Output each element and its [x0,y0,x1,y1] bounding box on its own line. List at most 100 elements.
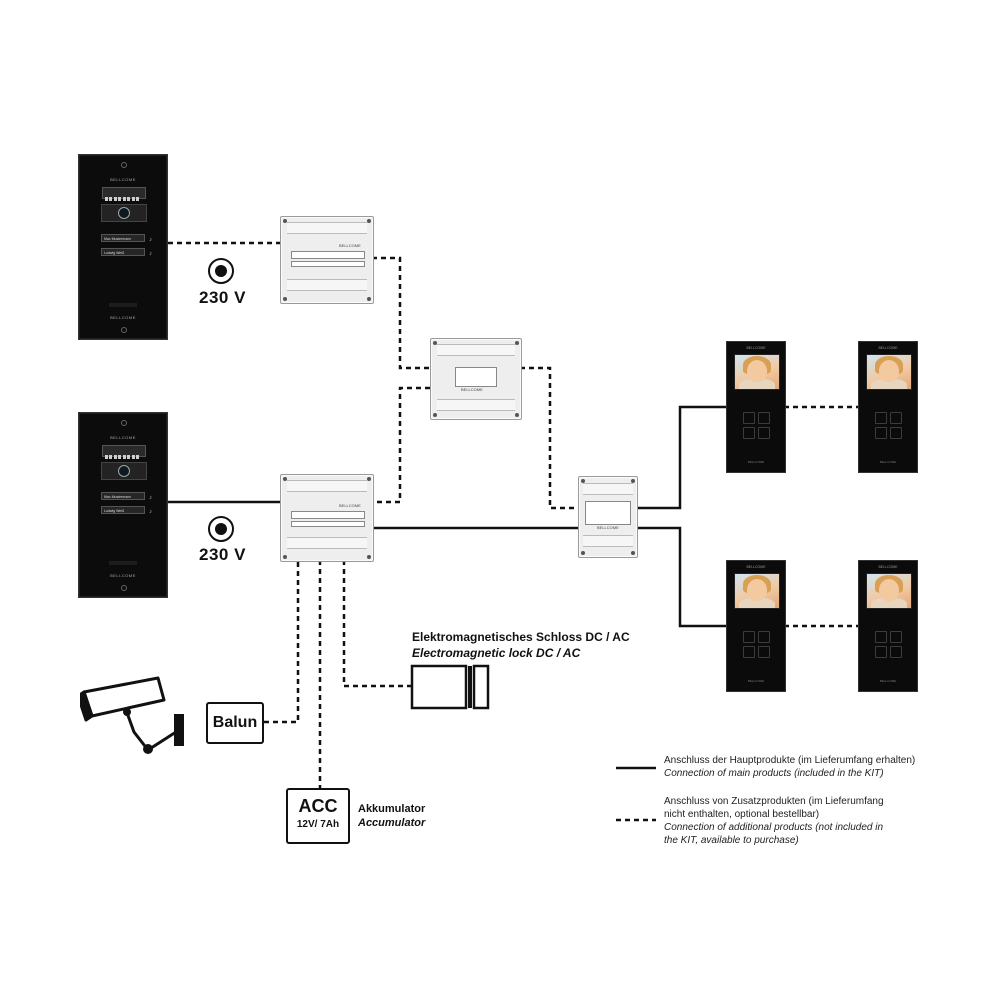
dashed-camera-feed [264,560,300,724]
monitor-2-screen [866,354,912,390]
dashed-psu1-to-switch [372,256,430,370]
bell-icon: ♪ [149,509,152,515]
switch-brand: BELLCOME [461,387,483,392]
monitor-2-brand: BELLCOME [878,346,898,350]
panel-bottom-speaker [109,561,137,565]
indoor-monitor-3: BELLCOME BELLCOME [726,560,786,692]
solid-dist-to-monitor-top [636,405,726,510]
distributor-module: BELLCOME [578,476,638,558]
psu-bottom-label-2 [291,521,365,527]
panel-bottom-name-button-2: Ludwig Weiß♪ [101,506,152,515]
monitor-1-brand: BELLCOME [746,346,766,350]
legend-dashed-de-1: Anschluss von Zusatzprodukten (im Liefer… [664,796,884,807]
screw-icon [283,555,287,559]
panel-top-footer: BELLCOME [110,315,136,320]
module-rail-top [583,483,633,495]
lock-label-de: Elektromagnetisches Schloss DC / AC [412,630,630,644]
panel-top-speaker [109,303,137,307]
legend-dashed-en-2: the KIT, available to purchase) [664,835,799,846]
screw-icon [515,413,519,417]
panel-top-name-button-2: Ludwig Weiß♪ [101,248,152,257]
monitor-4-keys [875,631,903,659]
module-rail-bottom [437,399,515,411]
bell-icon: ♪ [149,251,152,257]
monitor-4-brand: BELLCOME [878,565,898,569]
distributor-brand: BELLCOME [597,525,619,530]
legend-dashed-de-2: nicht enthalten, optional bestellbar) [664,809,820,820]
monitor-3-footer: BELLCOME [747,679,765,683]
screw-icon [631,551,635,555]
legend-solid-en: Connection of main products (included in… [664,768,884,779]
screw-icon [367,219,371,223]
distributor-label [585,501,631,525]
video-switch-module: BELLCOME [430,338,522,420]
panel-bottom-keypad [102,445,146,459]
dashed-switch-to-psu2 [372,386,430,504]
monitor-1-screen [734,354,780,390]
power-socket-icon-top [208,258,234,284]
acc-title: ACC [298,796,338,816]
screw-icon [367,297,371,301]
psu-bottom-brand: BELLCOME [339,503,361,508]
acc-label-de: Akkumulator [358,803,426,815]
panel-bottom-face: BELLCOME Max Mustermann♪ Ludwig Weiß♪ [87,435,159,531]
indoor-monitor-4: BELLCOME BELLCOME [858,560,918,692]
screw-icon [433,341,437,345]
screw-icon [631,479,635,483]
screw-icon [367,477,371,481]
screw-icon [283,219,287,223]
screw-icon [283,297,287,301]
legend-dashed-text: Anschluss von Zusatzprodukten (im Liefer… [664,795,994,847]
panel-top-indicator [121,162,127,168]
module-rail-top [287,480,367,492]
electromagnetic-lock-icon [410,664,490,710]
panel-bottom-camera [101,462,147,480]
psu-top-label [291,251,365,259]
screw-icon [515,341,519,345]
balun-box: Balun [206,702,264,744]
bell-icon: ♪ [149,237,152,243]
screw-icon [581,551,585,555]
power-supply-bottom: BELLCOME [280,474,374,562]
module-rail-bottom [583,535,633,547]
panel-top-face: BELLCOME Max Mustermann♪ Ludwig Weiß♪ [87,177,159,273]
monitor-4-screen [866,573,912,609]
power-socket-icon-bottom [208,516,234,542]
accumulator-box: ACC 12V/ 7Ah [286,788,350,844]
panel-bottom-brand: BELLCOME [110,435,136,440]
monitor-2-keys [875,412,903,440]
monitor-3-brand: BELLCOME [746,565,766,569]
panel-top-bottom-dot [121,327,127,333]
panel-top-name-button-1: Max Mustermann♪ [101,234,152,243]
monitor-3-screen [734,573,780,609]
panel-bottom-bottom-dot [121,585,127,591]
dashed-switch-to-dist [520,366,578,510]
monitor-1-keys [743,412,771,440]
panel-top-keypad [102,187,146,201]
psu-top-brand: BELLCOME [339,243,361,248]
screw-icon [367,555,371,559]
legend-solid-text: Anschluss der Hauptprodukte (im Lieferum… [664,754,994,780]
lock-label-en: Electromagnetic lock DC / AC [412,646,581,660]
switch-label [455,367,497,387]
screw-icon [433,413,437,417]
voltage-label-bottom: 230 V [199,545,246,564]
solid-dist-to-monitor-bottom [636,526,726,628]
door-panel-top: BELLCOME Max Mustermann♪ Ludwig Weiß♪ BE… [78,154,168,340]
dashed-lock-feed [342,560,412,688]
module-rail-top [287,222,367,234]
legend-solid-de: Anschluss der Hauptprodukte (im Lieferum… [664,755,916,766]
legend-dashed-en-1: Connection of additional products (not i… [664,822,884,833]
monitor-2-footer: BELLCOME [879,460,897,464]
bell-icon: ♪ [149,495,152,501]
panel-top-brand: BELLCOME [110,177,136,182]
psu-bottom-label [291,511,365,519]
monitor-4-footer: BELLCOME [879,679,897,683]
acc-spec: 12V/ 7Ah [296,819,340,830]
screw-icon [283,477,287,481]
screw-icon [581,479,585,483]
balun-label: Balun [212,714,258,731]
module-rail-bottom [287,537,367,549]
panel-bottom-footer: BELLCOME [110,573,136,578]
monitor-1-footer: BELLCOME [747,460,765,464]
